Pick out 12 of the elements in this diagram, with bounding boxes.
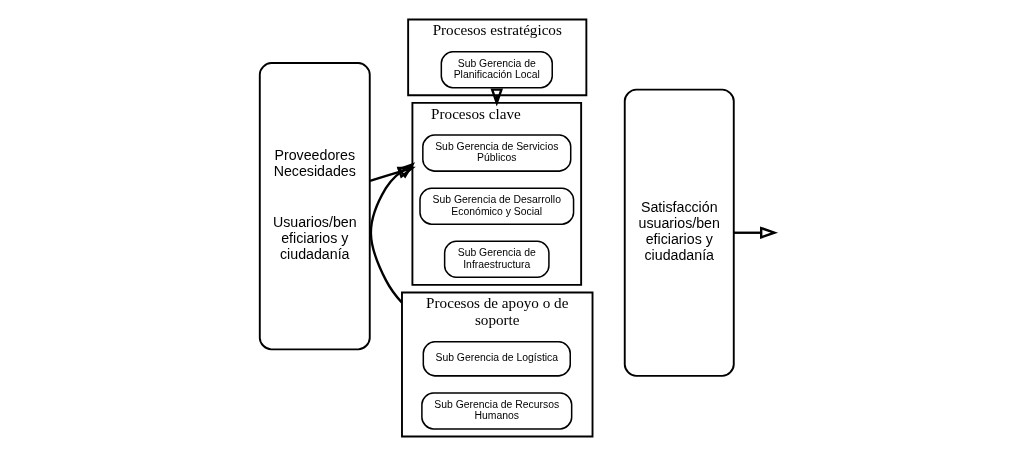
node-box: Sub Gerencia de Recursos Humanos <box>420 392 572 430</box>
node-box: Sub Gerencia de Logística <box>422 341 571 377</box>
node-box: Sub Gerencia de Planificación Local <box>440 50 553 89</box>
arrow <box>369 162 415 304</box>
node-box: Proveedores Necesidades Usuarios/ben eficiarios y ciudadanía <box>258 62 371 351</box>
arrow <box>369 166 416 183</box>
node-box: Sub Gerencia de Servicios Públicos <box>421 134 571 172</box>
node-box: Satisfacción usuarios/ben eficiarios y ciudadanía <box>623 88 735 377</box>
node-box: Sub Gerencia de Desarrollo Económico y Social <box>418 187 574 225</box>
node-box: Sub Gerencia de Infraestructura <box>443 240 550 279</box>
arrow <box>733 226 778 240</box>
arrow <box>489 88 503 107</box>
